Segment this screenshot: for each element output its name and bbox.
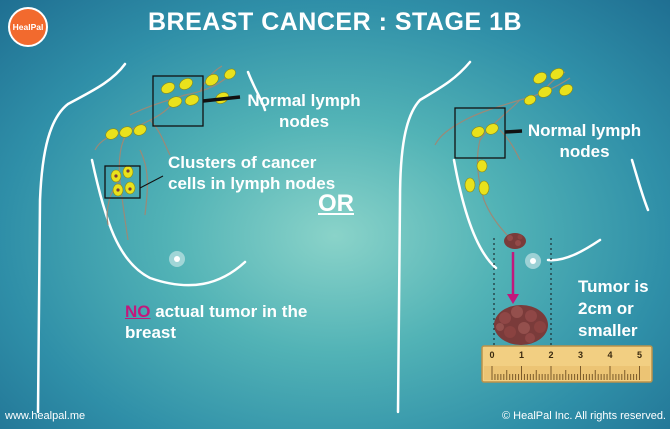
label-normal-nodes-left: Normal lymph nodes [247, 91, 361, 131]
left-body-outline [36, 62, 267, 414]
enlarge-arrow [507, 252, 519, 304]
nipple-left-center [174, 256, 180, 262]
left-normal-lymph-nodes [105, 68, 236, 140]
healpal-logo: HealPal [8, 7, 48, 47]
label-tumor-size: Tumor is 2cm or smaller [578, 277, 649, 340]
label-normal-nodes-right: Normal lymph nodes [527, 121, 642, 161]
ruler-label: 5 [637, 350, 642, 360]
footer-copyright: © HealPal Inc. All rights reserved. [501, 410, 666, 422]
label-cancer-clusters: Clusters of cancer cells in lymph nodes [168, 153, 336, 193]
left-normal-node-callout-line [202, 95, 241, 103]
ruler: 0 1 2 3 4 5 [481, 345, 653, 383]
no-word: NO [125, 302, 151, 321]
label-no-tumor: NO actual tumor in the breast [125, 301, 325, 343]
logo-text: HealPal [12, 22, 44, 32]
no-tumor-rest: actual tumor in the breast [125, 302, 308, 342]
left-cancer-cluster-nodes [110, 165, 136, 197]
large-tumor [494, 305, 548, 345]
ruler-label: 1 [519, 350, 524, 360]
cluster-callout-line [139, 175, 164, 189]
page-title: BREAST CANCER : STAGE 1B [147, 8, 523, 36]
right-normal-node-callout-box [454, 107, 506, 159]
right-normal-lymph-nodes [464, 68, 573, 196]
small-tumor [504, 233, 526, 249]
ruler-label: 3 [578, 350, 583, 360]
ruler-label: 2 [548, 350, 553, 360]
right-normal-node-callout-line [504, 129, 523, 134]
cluster-callout-box [104, 165, 141, 199]
ruler-label: 4 [607, 350, 612, 360]
or-divider: OR [318, 190, 354, 217]
right-body-outline [396, 60, 650, 414]
footer-website[interactable]: www.healpal.me [5, 410, 86, 422]
nipple-right-center [530, 258, 536, 264]
ruler-label: 0 [489, 350, 494, 360]
